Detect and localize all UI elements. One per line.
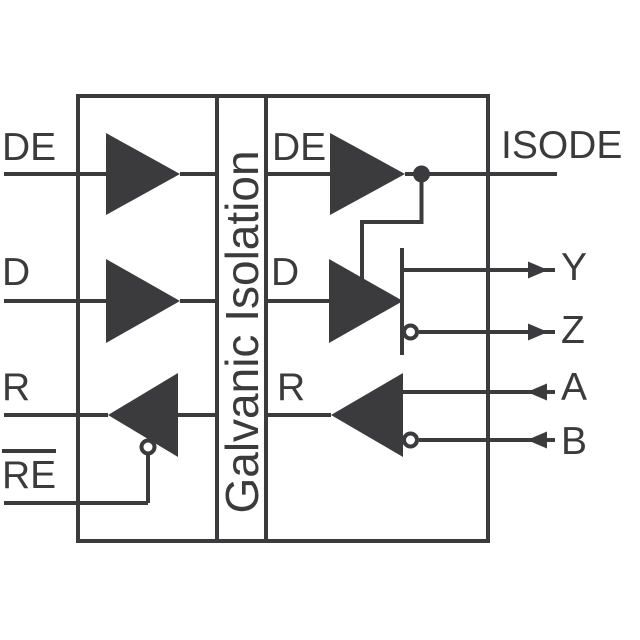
pin-label-z: Z (561, 309, 585, 352)
de-buffer-triangle (106, 133, 180, 215)
receiver-triangle (331, 373, 403, 457)
z-inversion-bubble (402, 323, 419, 341)
pin-label-re-active-low: RE (2, 449, 57, 495)
pin-label-isode: ISODE (501, 124, 623, 167)
d-buffer-triangle (106, 259, 180, 343)
internal-label-r: R (277, 366, 306, 409)
r-buffer-triangle (108, 373, 178, 457)
pin-label-y: Y (561, 246, 588, 289)
galvanic-isolation-label: Galvanic Isolation (216, 150, 268, 514)
pin-label-b: B (561, 420, 588, 463)
y-arrowhead (528, 261, 548, 279)
pin-label-d: D (2, 251, 31, 294)
a-arrowhead (527, 383, 547, 401)
isode-buffer-triangle (330, 133, 405, 215)
re-inversion-bubble (139, 438, 157, 456)
pin-label-a: A (561, 366, 588, 409)
internal-label-d: D (271, 251, 300, 294)
driver-triangle (329, 259, 403, 343)
pin-label-de: DE (2, 126, 57, 169)
package-outline (76, 94, 490, 543)
driver-enable-wire (360, 174, 424, 280)
b-inversion-bubble (402, 431, 419, 449)
z-arrowhead (528, 323, 548, 341)
pin-label-r: R (2, 366, 31, 409)
internal-label-de: DE (272, 126, 327, 169)
b-arrowhead (527, 431, 547, 449)
